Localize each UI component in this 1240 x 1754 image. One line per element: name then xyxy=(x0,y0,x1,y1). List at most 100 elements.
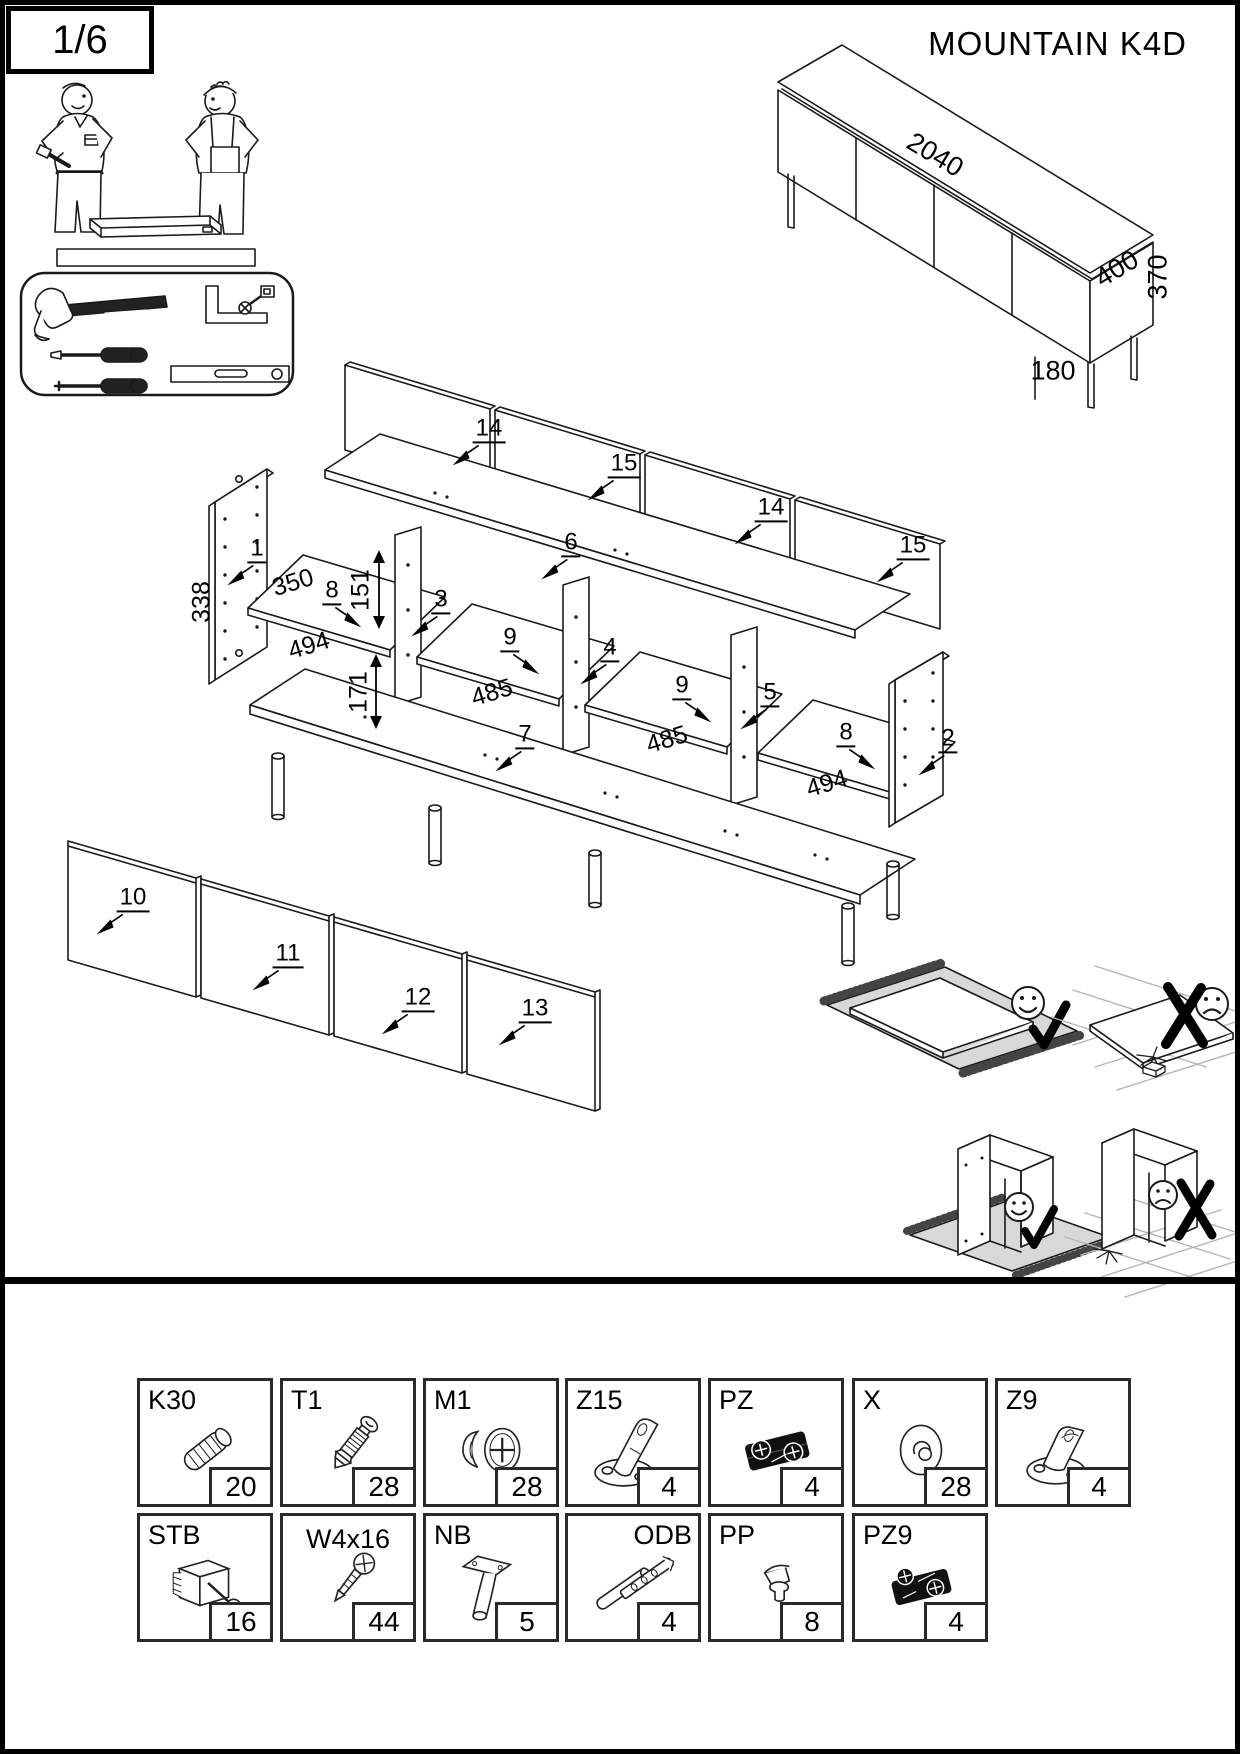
page-number-label: 1/6 xyxy=(52,17,108,62)
surface-warning-scenes xyxy=(819,958,1235,1298)
part-callout-7: 7 xyxy=(495,720,535,772)
part-number: 6 xyxy=(561,529,581,558)
leader-arrow-icon xyxy=(227,564,254,586)
part-code: ODB xyxy=(633,1520,692,1550)
part-callout-9: 9 xyxy=(672,671,712,723)
part-callout-15: 15 xyxy=(587,449,641,501)
part-callout-15: 15 xyxy=(876,531,930,583)
page-number: 1/6 xyxy=(6,6,154,74)
phillips-screwdriver-icon xyxy=(53,378,148,394)
part-qty: 28 xyxy=(924,1467,988,1507)
part-qty: 8 xyxy=(780,1602,844,1642)
double-arrow-icon xyxy=(371,550,387,634)
crack-marks xyxy=(1093,1248,1123,1265)
section-divider xyxy=(5,1277,1235,1284)
part-code: W4x16 xyxy=(305,1524,391,1554)
part-number: 15 xyxy=(607,450,641,479)
exploded-view xyxy=(67,361,956,1112)
leader-arrow-icon xyxy=(252,969,279,991)
leader-arrow-icon xyxy=(381,1013,409,1035)
part-code: Z15 xyxy=(576,1385,623,1415)
part-qty: 4 xyxy=(924,1602,988,1642)
leader-arrow-icon xyxy=(740,708,767,730)
part-code: PZ9 xyxy=(863,1520,913,1550)
scene-panel-on-tiles xyxy=(1050,965,1235,1091)
square-ruler-icon xyxy=(205,285,275,324)
part-icon-PP xyxy=(763,1564,791,1602)
part-number: 14 xyxy=(754,494,788,523)
part-number: 5 xyxy=(760,679,780,708)
part-cell-W4x16: W4x16 44 xyxy=(280,1513,416,1642)
page-title: MOUNTAIN K4D xyxy=(928,25,1187,62)
part-code: PP xyxy=(719,1520,756,1550)
page-art xyxy=(19,44,1235,1298)
part-code: X xyxy=(863,1385,882,1415)
part-callout-4: 4 xyxy=(580,633,620,685)
part-callout-13: 13 xyxy=(498,994,552,1046)
leader-arrow-icon xyxy=(587,479,615,501)
sad-face-icon xyxy=(1148,1180,1178,1210)
leader-arrow-icon xyxy=(918,754,945,776)
part-number: 13 xyxy=(518,995,552,1024)
part-code: T1 xyxy=(291,1385,323,1415)
leader-arrow-icon xyxy=(580,663,607,685)
leader-arrow-icon xyxy=(849,748,876,770)
part-number: 8 xyxy=(836,719,856,748)
assembled-dimension: 370 xyxy=(1142,254,1173,300)
part-cell-T1: T1 28 xyxy=(280,1378,416,1507)
part-number: 12 xyxy=(401,984,435,1013)
smiley-icon xyxy=(1011,986,1045,1020)
part-qty: 20 xyxy=(209,1467,273,1507)
part-icon-W4x16 xyxy=(333,1552,376,1603)
part-number: 3 xyxy=(431,586,451,615)
part-number: 8 xyxy=(322,577,342,606)
part-callout-14: 14 xyxy=(452,414,506,466)
part-cell-Z9: Z9 4 xyxy=(995,1378,1131,1507)
x-icon xyxy=(1174,1178,1217,1241)
scene-panel-on-carpet xyxy=(819,958,1086,1078)
part-callout-1: 1 xyxy=(227,534,267,586)
part-code: NB xyxy=(434,1520,472,1550)
part-callout-11: 11 xyxy=(252,939,304,991)
part-qty: 28 xyxy=(352,1467,416,1507)
leader-arrow-icon xyxy=(876,561,904,583)
part-callout-5: 5 xyxy=(740,678,780,730)
divider-4 xyxy=(562,576,590,756)
part-callout-6: 6 xyxy=(541,528,581,580)
scene-cabinet-on-tiles xyxy=(1064,1128,1235,1298)
part-icon-T1 xyxy=(334,1415,379,1469)
part-icon-K30 xyxy=(183,1427,232,1471)
part-qty: 4 xyxy=(1067,1467,1131,1507)
part-number: 15 xyxy=(896,532,930,561)
part-callout-8: 8 xyxy=(836,718,876,770)
part-code: Z9 xyxy=(1006,1385,1038,1415)
top-panel xyxy=(324,433,911,639)
part-number: 11 xyxy=(272,940,304,969)
part-number: 10 xyxy=(116,884,150,913)
part-icon-PZ9 xyxy=(891,1567,952,1606)
smiley-icon xyxy=(1004,1192,1034,1222)
part-icon-PZ xyxy=(745,1431,810,1471)
part-cell-PZ9: PZ9 4 xyxy=(852,1513,988,1642)
side-panel-right xyxy=(888,651,950,828)
part-number: 9 xyxy=(672,672,692,701)
part-qty: 44 xyxy=(352,1602,416,1642)
part-callout-8: 8 xyxy=(322,576,362,628)
part-icon-X xyxy=(899,1424,943,1476)
part-number: 9 xyxy=(500,624,520,653)
double-arrow-icon xyxy=(368,654,384,734)
part-callout-10: 10 xyxy=(96,883,150,935)
bottom-panel xyxy=(249,668,916,905)
part-callout-14: 14 xyxy=(734,493,788,545)
x-icon xyxy=(1161,982,1208,1049)
part-callout-12: 12 xyxy=(381,983,435,1035)
part-cell-X: X 28 xyxy=(852,1378,988,1507)
part-number: 7 xyxy=(515,721,535,750)
